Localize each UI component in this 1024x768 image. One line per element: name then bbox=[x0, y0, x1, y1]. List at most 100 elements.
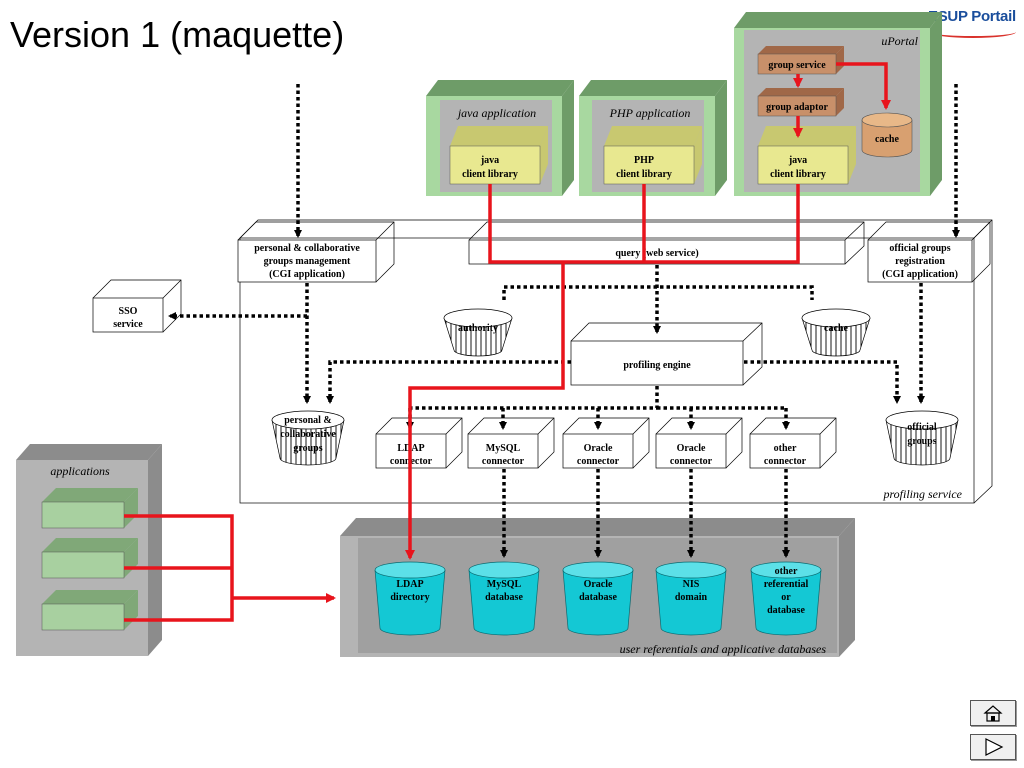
dotted-connections bbox=[168, 84, 960, 558]
official-reg-label-1: official groups bbox=[889, 243, 950, 254]
authority-store: authority bbox=[443, 308, 513, 357]
ldap-connector-box: LDAP connector bbox=[375, 417, 463, 469]
cache-label: cache bbox=[824, 323, 848, 334]
cache-store: cache bbox=[801, 308, 871, 357]
next-slide-button[interactable] bbox=[970, 734, 1016, 760]
personal-groups-label-3: groups bbox=[293, 443, 322, 454]
official-groups-label-1: official bbox=[907, 422, 937, 433]
logo-text: ESUP Portail bbox=[928, 8, 1016, 25]
nis-domain-db: NIS domain bbox=[655, 561, 727, 636]
oracle-connector-b-label-1: Oracle bbox=[677, 443, 706, 454]
php-client-library-box: PHP client library bbox=[603, 126, 702, 185]
uportal-java-client-label-1: java bbox=[788, 155, 807, 166]
other-referential-label-1: other bbox=[775, 566, 798, 577]
query-label: query (web service) bbox=[615, 248, 698, 259]
group-service-box: group service bbox=[757, 46, 844, 75]
official-reg-label-2: registration bbox=[895, 256, 945, 267]
java-application-label: java application bbox=[456, 106, 536, 120]
sso-label-1: SSO bbox=[119, 306, 138, 317]
other-referential-label-2: referential bbox=[764, 579, 809, 590]
official-groups-registration-box: official groups registration (CGI applic… bbox=[867, 221, 991, 283]
query-web-service-box: query (web service) bbox=[468, 221, 865, 265]
php-client-library-label-1: PHP bbox=[634, 155, 654, 166]
php-client-library-label-2: client library bbox=[616, 169, 672, 180]
red-line-apps-to-databases bbox=[124, 514, 334, 622]
uportal-cache-label: cache bbox=[875, 134, 899, 145]
sso-label-2: service bbox=[113, 319, 143, 330]
personal-mgmt-label-3: (CGI application) bbox=[269, 269, 345, 280]
other-referential-label-3: or bbox=[781, 592, 791, 603]
dotted-line-engine-to-connectors bbox=[410, 386, 786, 410]
sso-service-box: SSO service bbox=[92, 279, 182, 333]
personal-mgmt-label-2: groups management bbox=[264, 256, 351, 267]
uportal-cache-store: cache bbox=[861, 112, 913, 158]
official-groups-label-2: groups bbox=[907, 436, 936, 447]
other-connector-label-1: other bbox=[774, 443, 797, 454]
official-reg-label-3: (CGI application) bbox=[882, 269, 958, 280]
logo-swoosh bbox=[930, 26, 1016, 38]
personal-groups-store: personal & collaborative groups bbox=[271, 410, 345, 466]
red-arrow-group-service-to-cache bbox=[836, 62, 891, 110]
oracle-connector-a-label-1: Oracle bbox=[584, 443, 613, 454]
applications-container: applications bbox=[16, 444, 162, 656]
user-referentials-label: user referentials and applicative databa… bbox=[620, 642, 827, 656]
home-icon bbox=[983, 705, 1003, 722]
group-service-label: group service bbox=[768, 60, 826, 71]
java-client-library-box: java client library bbox=[449, 126, 548, 185]
application-box-1 bbox=[41, 488, 138, 529]
play-arrow-icon bbox=[985, 738, 1004, 756]
profiling-engine-box: profiling engine bbox=[570, 322, 763, 386]
uportal-java-client-library-box: java client library bbox=[757, 126, 856, 185]
oracle-connector-a-label-2: connector bbox=[577, 456, 620, 467]
java-client-library-label-2: client library bbox=[462, 169, 518, 180]
application-box-3 bbox=[41, 590, 138, 631]
personal-mgmt-label-1: personal & collaborative bbox=[254, 243, 360, 254]
other-connector-label-2: connector bbox=[764, 456, 807, 467]
profiling-service-label: profiling service bbox=[882, 487, 962, 501]
nis-domain-label-2: domain bbox=[675, 592, 708, 603]
red-connections bbox=[124, 62, 891, 622]
mysql-connector-label-1: MySQL bbox=[486, 443, 521, 454]
personal-groups-label-1: personal & bbox=[284, 415, 332, 426]
oracle-database-label-2: database bbox=[579, 592, 617, 603]
dotted-arrow-engine-to-personal-groups bbox=[326, 360, 571, 404]
dotted-line-authority-cache bbox=[502, 285, 814, 300]
oracle-database-label-1: Oracle bbox=[584, 579, 613, 590]
uportal-java-client-label-2: client library bbox=[770, 169, 826, 180]
applications-label: applications bbox=[50, 464, 110, 478]
oracle-connector-b-box: Oracle connector bbox=[655, 417, 743, 469]
mysql-connector-label-2: connector bbox=[482, 456, 525, 467]
oracle-connector-b-label-2: connector bbox=[670, 456, 713, 467]
oracle-connector-a-box: Oracle connector bbox=[562, 417, 650, 469]
mysql-database-label-2: database bbox=[485, 592, 523, 603]
authority-label: authority bbox=[458, 323, 498, 334]
home-button[interactable] bbox=[970, 700, 1016, 726]
dotted-arrow-engine-to-official-groups bbox=[744, 360, 901, 404]
red-line-java-client-to-ldap bbox=[410, 184, 800, 558]
official-groups-store: official groups bbox=[885, 410, 959, 466]
group-adaptor-box: group adaptor bbox=[757, 88, 844, 117]
esup-portail-logo: ESUP Portail bbox=[928, 6, 1020, 38]
other-connector-box: other connector bbox=[749, 417, 837, 469]
php-application-label: PHP application bbox=[609, 106, 691, 120]
ldap-directory-db: LDAP directory bbox=[374, 561, 446, 636]
group-adaptor-label: group adaptor bbox=[766, 102, 828, 113]
ldap-directory-label-2: directory bbox=[390, 592, 429, 603]
mysql-database-label-1: MySQL bbox=[487, 579, 522, 590]
slide-title: Version 1 (maquette) bbox=[10, 14, 345, 55]
application-box-2 bbox=[41, 538, 138, 579]
mysql-database-db: MySQL database bbox=[468, 561, 540, 636]
nis-domain-label-1: NIS bbox=[683, 579, 700, 590]
other-referential-label-4: database bbox=[767, 605, 805, 616]
mysql-connector-box: MySQL connector bbox=[467, 417, 555, 469]
oracle-database-db: Oracle database bbox=[562, 561, 634, 636]
java-client-library-label-1: java bbox=[480, 155, 499, 166]
other-referential-db: other referential or database bbox=[750, 561, 822, 636]
profiling-engine-label: profiling engine bbox=[623, 360, 691, 371]
uportal-label: uPortal bbox=[881, 34, 918, 48]
personal-groups-management-box: personal & collaborative groups manageme… bbox=[237, 221, 395, 283]
ldap-directory-label-1: LDAP bbox=[396, 579, 423, 590]
personal-groups-label-2: collaborative bbox=[280, 429, 336, 440]
